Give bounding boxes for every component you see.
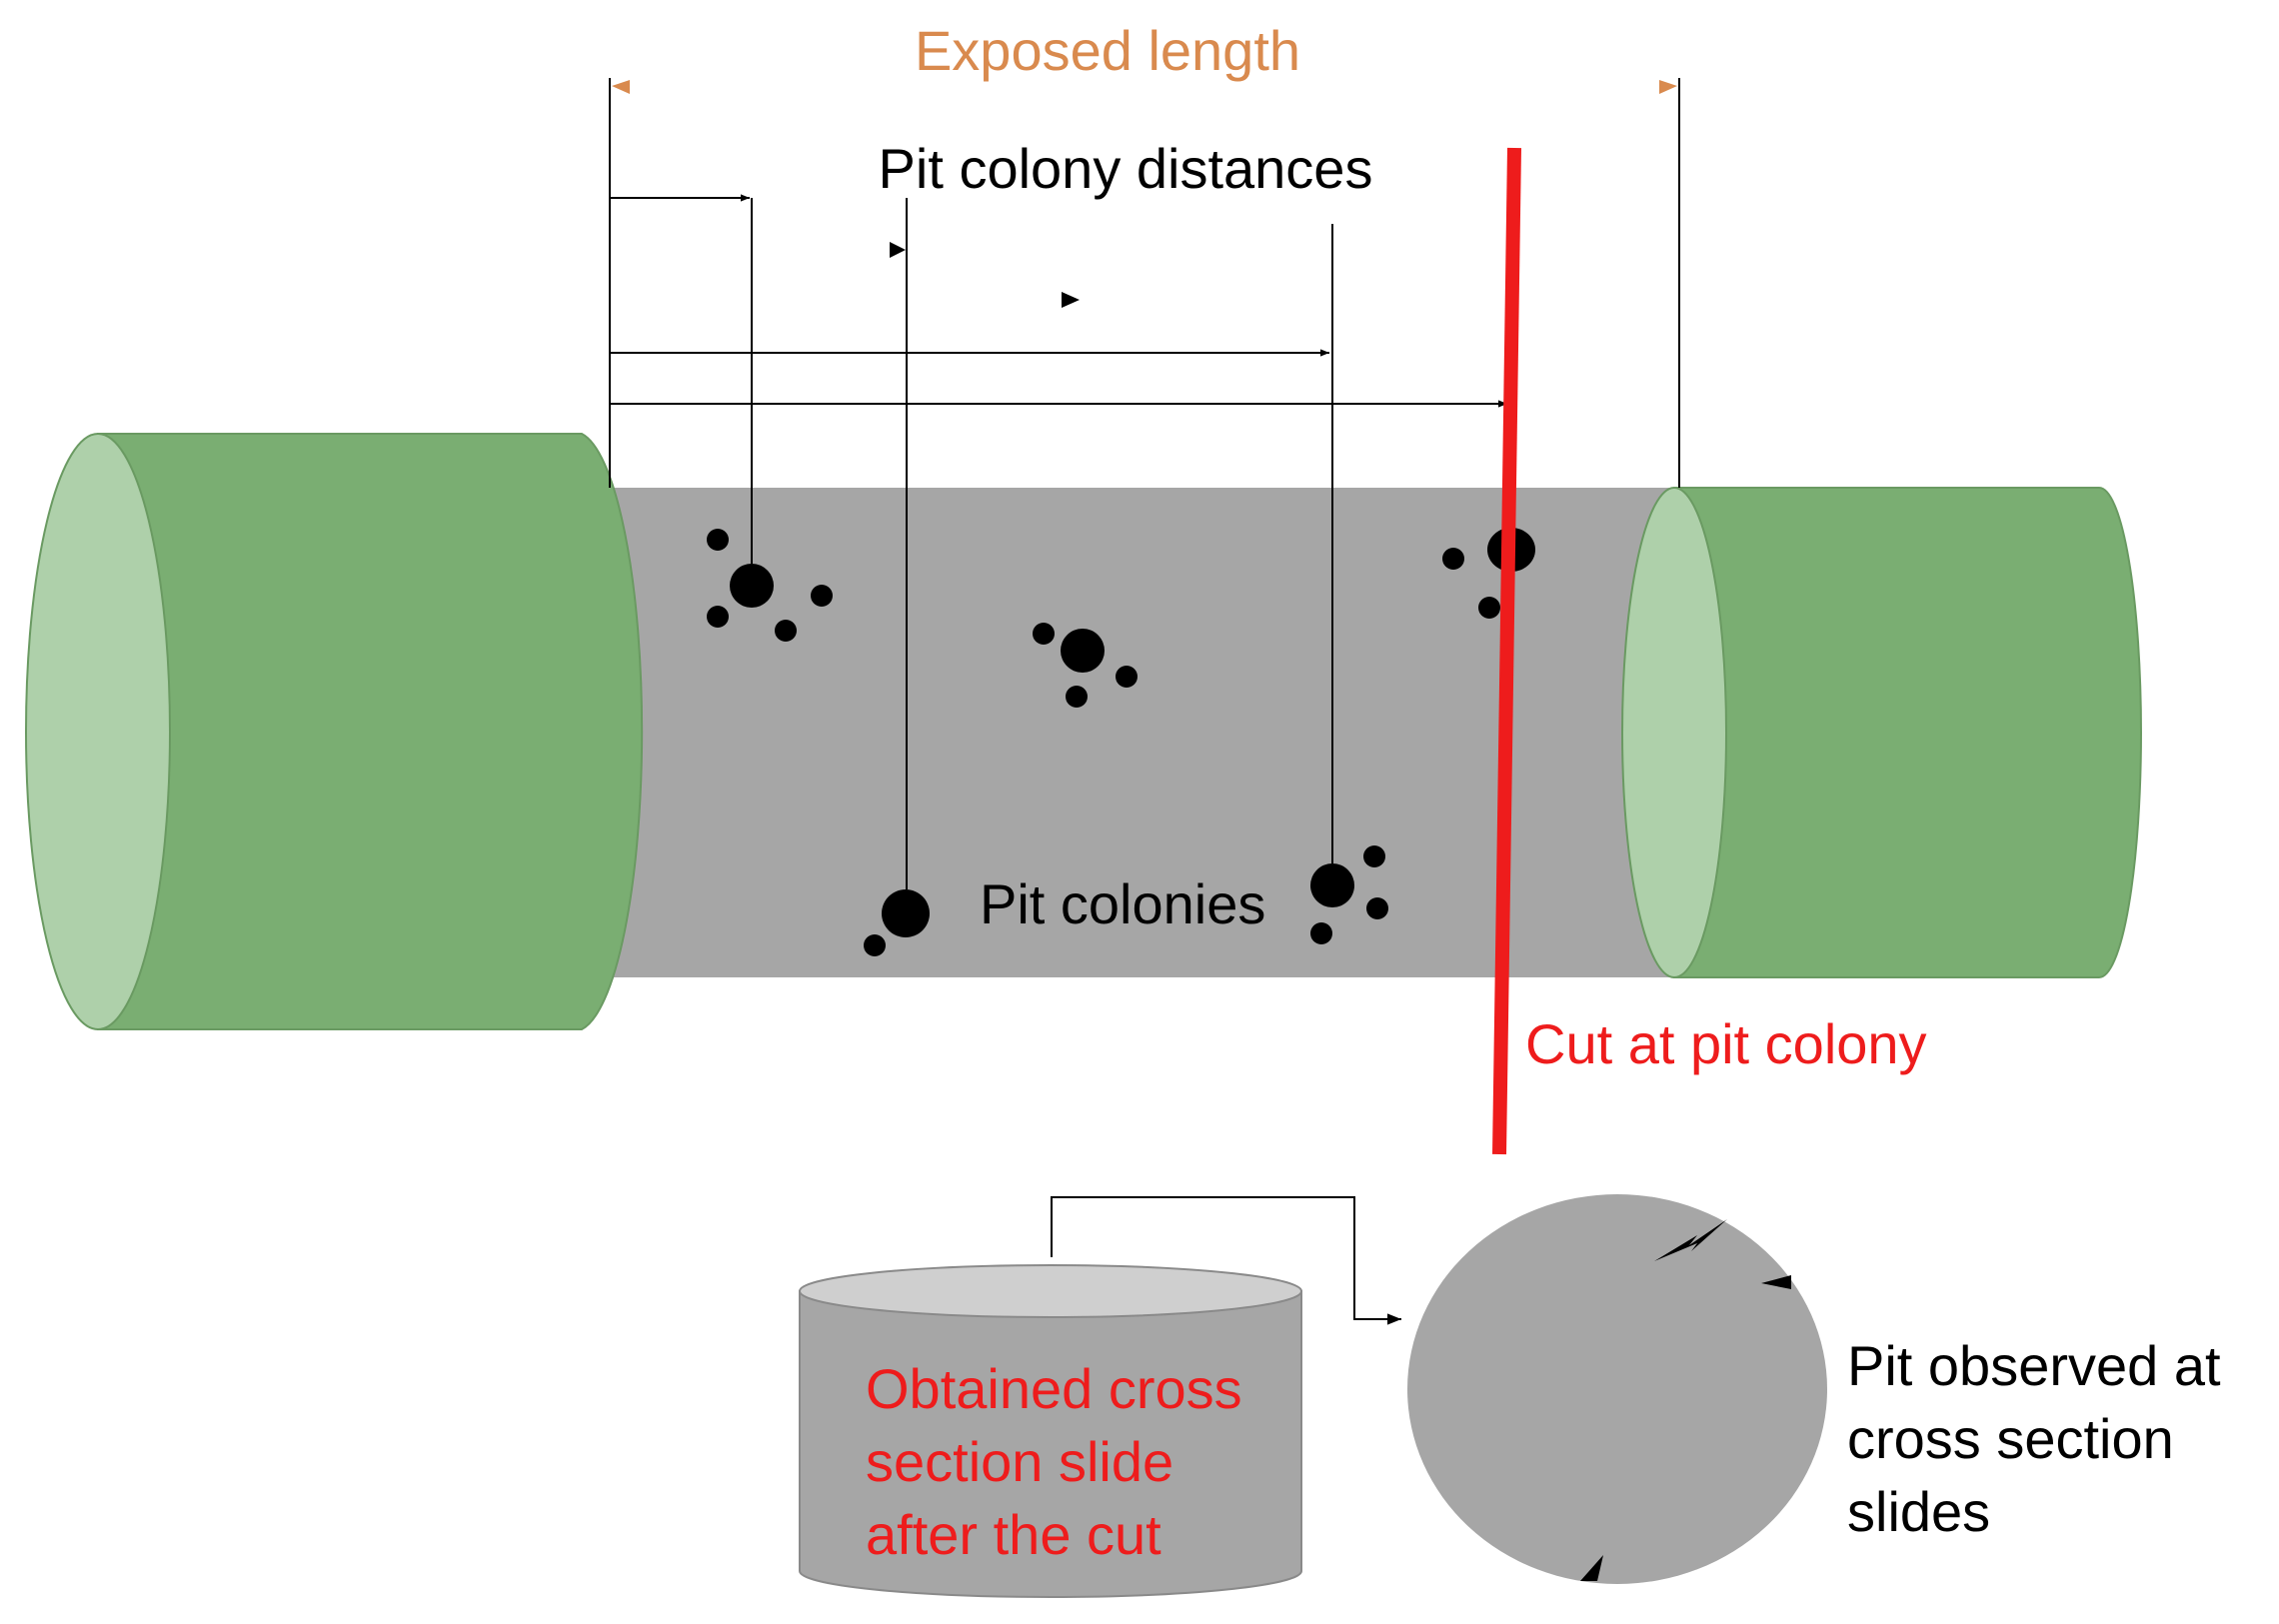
pit-colony-2 — [1033, 623, 1138, 708]
observed-caption-line-2: cross section — [1847, 1407, 2174, 1470]
pit-colony-distances-label: Pit colony distances — [879, 137, 1373, 200]
right-coating-cylinder — [1621, 487, 2142, 978]
exposed-length-dimension — [609, 78, 1680, 488]
distance-arrowhead-small-2 — [1062, 292, 1080, 308]
slide-caption-line-3: after the cut — [866, 1503, 1161, 1566]
distance-arrowhead-small-1 — [890, 242, 906, 258]
observed-caption: Pit observed at cross section slides — [1847, 1334, 2221, 1543]
cut-at-pit-colony-label: Cut at pit colony — [1525, 1012, 1927, 1075]
cut-line — [1492, 147, 1521, 1155]
slide-caption-line-1: Obtained cross — [866, 1357, 1242, 1420]
pit-colony-3 — [864, 889, 930, 956]
cross-section-slide — [799, 1264, 1302, 1598]
observed-caption-line-1: Pit observed at — [1847, 1334, 2221, 1397]
pit-colony-distance-lines — [610, 194, 1507, 889]
slide-to-section-connector — [1051, 1196, 1401, 1325]
slide-caption: Obtained cross section slide after the c… — [866, 1357, 1242, 1566]
observed-caption-line-3: slides — [1847, 1480, 1990, 1543]
pit-colony-4 — [1310, 845, 1388, 944]
exposed-length-label: Exposed length — [915, 19, 1300, 82]
slide-caption-line-2: section slide — [866, 1430, 1173, 1493]
left-coating-cylinder — [25, 433, 644, 1030]
pit-colony-1 — [707, 529, 833, 642]
cross-section-circle — [1407, 1194, 1827, 1584]
pit-colonies-label: Pit colonies — [980, 872, 1265, 935]
